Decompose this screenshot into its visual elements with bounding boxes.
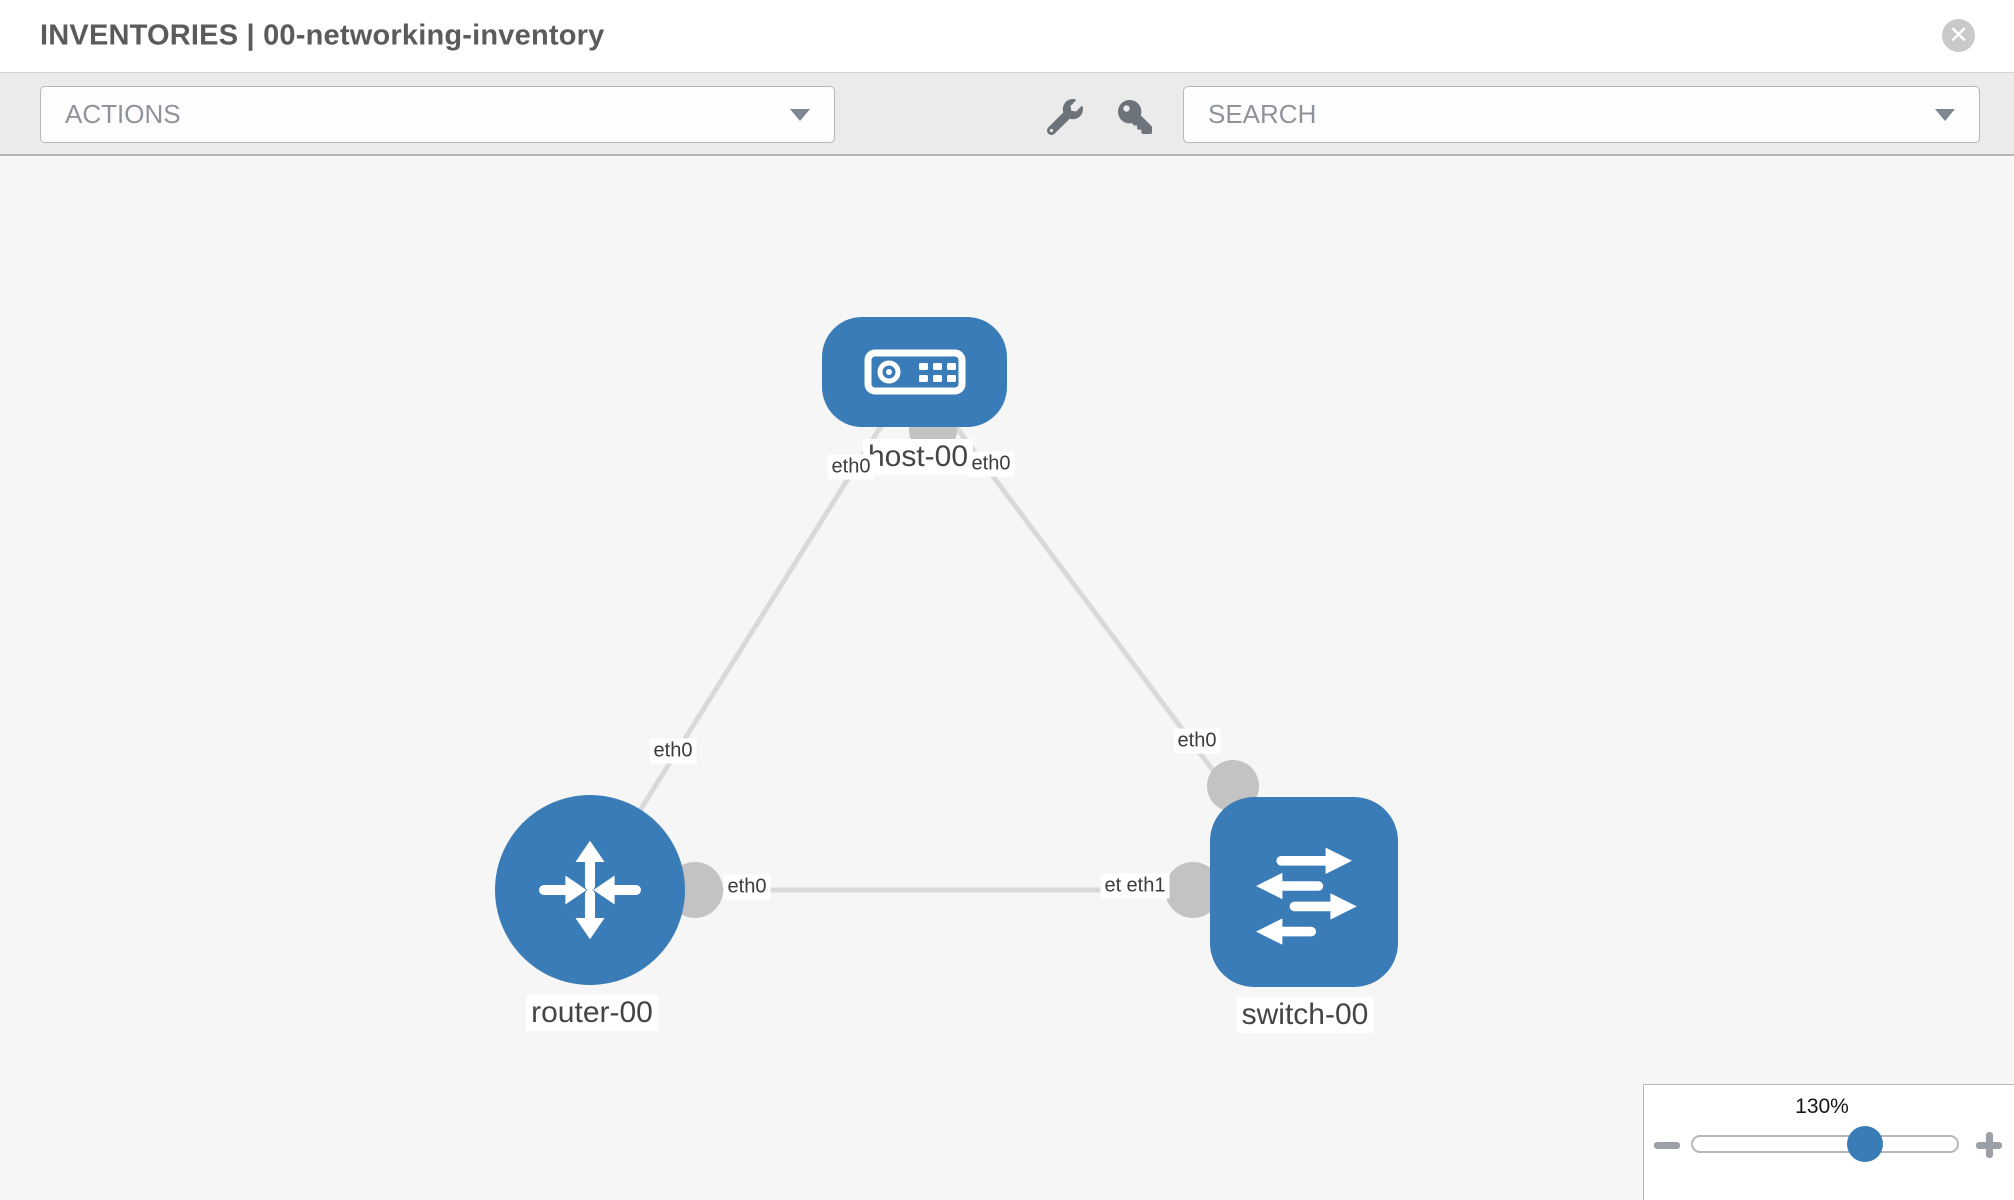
search-placeholder: SEARCH <box>1208 99 1317 129</box>
if-label-switch-eth0-uplink: eth0 <box>1173 728 1221 754</box>
if-label-host-eth0-right: eth0 <box>967 451 1015 477</box>
topology-canvas[interactable]: host-00 router-00 switch-00 eth0 eth0 et… <box>0 156 2014 1200</box>
zoom-slider-track[interactable] <box>1691 1135 1959 1153</box>
wrench-icon <box>1047 99 1083 135</box>
if-label-switch-eth1: eth1 <box>1122 873 1170 899</box>
actions-dropdown-label: ACTIONS <box>65 99 181 129</box>
switch-icon <box>1256 847 1357 945</box>
if-label-host-eth0-left: eth0 <box>827 454 875 480</box>
if-label-router-eth0-uplink: eth0 <box>649 738 697 764</box>
node-label-router: router-00 <box>526 995 658 1031</box>
minus-icon <box>1654 1142 1680 1149</box>
host-icon <box>864 349 965 395</box>
search-dropdown[interactable]: SEARCH <box>1183 86 1980 143</box>
key-icon <box>1118 100 1152 134</box>
zoom-control-panel: 130% <box>1643 1084 2014 1200</box>
router-icon <box>539 840 641 940</box>
plus-icon-vertical <box>1985 1132 1993 1158</box>
page-title: INVENTORIES | 00-networking-inventory <box>40 19 605 52</box>
zoom-in-button[interactable] <box>1974 1131 2004 1159</box>
node-switch-00[interactable] <box>1210 797 1398 987</box>
actions-dropdown[interactable]: ACTIONS <box>40 86 835 143</box>
node-router-00[interactable] <box>495 795 685 985</box>
configure-button[interactable] <box>1043 95 1087 139</box>
zoom-out-button[interactable] <box>1652 1131 1682 1159</box>
zoom-slider-thumb[interactable] <box>1847 1126 1883 1162</box>
chevron-down-icon <box>790 108 810 121</box>
zoom-level-value: 130% <box>1795 1095 1849 1118</box>
close-icon[interactable]: ✕ <box>1942 19 1975 52</box>
node-label-host: host-00 <box>862 439 974 475</box>
node-label-switch: switch-00 <box>1236 997 1374 1033</box>
node-host-00[interactable] <box>822 317 1007 427</box>
topology-links-layer <box>587 370 1307 918</box>
connector-switch-left <box>1165 862 1221 918</box>
credentials-button[interactable] <box>1113 95 1157 139</box>
chevron-down-icon <box>1935 108 1955 121</box>
if-label-router-eth0-lan: eth0 <box>723 874 771 900</box>
header: INVENTORIES | 00-networking-inventory ✕ <box>0 0 2014 72</box>
toolbar: ACTIONS SEARCH <box>0 72 2014 156</box>
